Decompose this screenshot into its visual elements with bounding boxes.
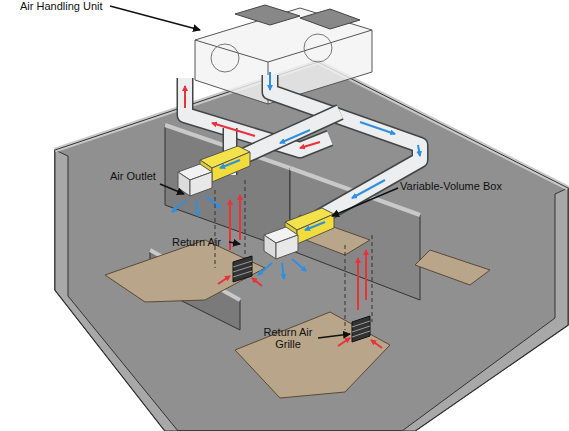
part-label: Return Air Grille [258, 326, 318, 350]
supply-duct-part [280, 130, 310, 143]
floor-areas-part [415, 250, 490, 285]
part-label: Variable-Volume Box [400, 180, 530, 192]
air-outlet-part [196, 200, 198, 216]
return-air-grille-part [233, 261, 252, 267]
building-shell-part [55, 62, 568, 431]
return-air-path [215, 180, 372, 330]
air-outlet-part [172, 200, 186, 212]
return-duct-part [300, 142, 320, 148]
air-outlet-part [206, 196, 220, 208]
floor-areas-part [235, 312, 390, 398]
supply-duct [235, 72, 420, 218]
air-handling-unit-part [235, 5, 300, 25]
air-outlet-part [292, 259, 306, 271]
air-handling-unit-part [304, 34, 332, 62]
return-air-path-part [365, 250, 367, 300]
return-air-path-part [372, 235, 373, 322]
return-air-grille-part [338, 338, 350, 346]
building-shell-part [402, 188, 568, 431]
air-outlet-part [282, 263, 284, 279]
leader-lines-part [332, 188, 398, 216]
return-air-grille-part [233, 256, 252, 282]
leader-lines-part [110, 6, 200, 30]
part-label: Return Air [172, 236, 242, 248]
supply-duct-part [418, 145, 420, 156]
air-handling-unit-part [195, 30, 372, 62]
return-air-path-part [345, 245, 346, 330]
supply-duct-part [270, 75, 420, 218]
return-air-grille-part [352, 326, 370, 332]
air-outlet-part [190, 172, 212, 196]
return-air-path-part [357, 258, 359, 310]
supply-duct-part [269, 72, 271, 90]
air-outlet-part [276, 235, 298, 259]
variable-volume-box-part [305, 222, 325, 230]
return-duct-part [212, 123, 255, 136]
return-air-grille-part [252, 278, 262, 286]
return-duct-part [184, 86, 186, 108]
variable-volume-box-part [212, 152, 250, 182]
air-outlet-part [258, 263, 272, 275]
variable-volume-box-part [220, 160, 240, 168]
return-air-grille-part [352, 321, 370, 327]
supply-duct-part [235, 112, 340, 160]
air-handling-unit-part [211, 44, 239, 72]
supply-duct-part [235, 112, 340, 160]
return-air-path-part [239, 195, 241, 240]
leader-lines [110, 6, 398, 338]
part-label: Air Outlet [110, 170, 180, 182]
floor-areas [105, 215, 490, 398]
air-handling-unit-part [300, 9, 360, 29]
return-air-path-part [215, 190, 216, 268]
leader-lines-part [160, 184, 184, 194]
floor-areas-part [105, 240, 265, 302]
variable-volume-box-part [297, 214, 334, 244]
part-label: Air Handling Unit [20, 0, 130, 12]
variable-volume-box [200, 146, 334, 244]
return-air-grille-part [233, 266, 252, 272]
leader-lines-part [229, 242, 240, 244]
return-air-grille-part [371, 340, 382, 348]
supply-duct-part [270, 75, 420, 218]
return-air-grille-part [218, 276, 230, 284]
building-shell [55, 62, 568, 431]
return-air-grille-part [352, 331, 370, 337]
leader-lines-part [318, 334, 350, 338]
return-air-grille-part [352, 316, 370, 342]
return-air-grille-part [233, 271, 252, 277]
supply-duct-part [360, 122, 395, 134]
return-air-path-part [245, 180, 246, 262]
air-outlet-part [264, 235, 276, 259]
